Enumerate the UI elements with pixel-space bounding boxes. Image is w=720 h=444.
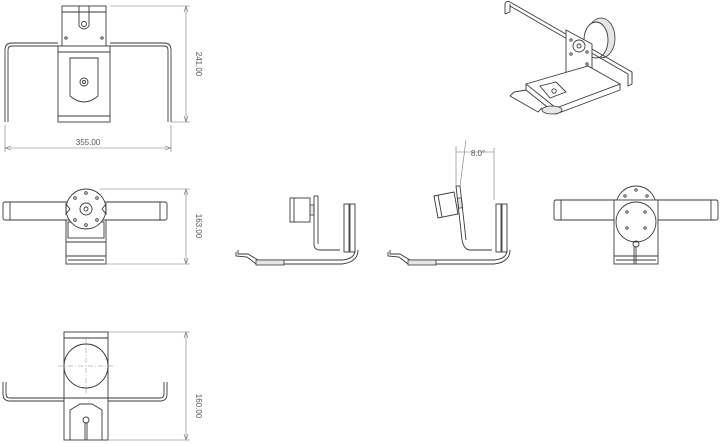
top-height-label: 241.00	[194, 52, 203, 77]
top-width-label: 355.00	[76, 138, 101, 147]
isometric-view	[504, 0, 633, 115]
side-view-left	[235, 195, 359, 266]
rear-view	[553, 185, 719, 265]
front-view: 163.00	[2, 188, 203, 265]
side-view-tilted: 8.0°	[387, 139, 511, 266]
tilt-angle-label: 8.0°	[471, 149, 485, 158]
bottom-height-label: 160.00	[194, 394, 203, 419]
front-height-label: 163.00	[194, 214, 203, 239]
bottom-view: 160.00	[2, 331, 203, 441]
top-view: 355.00 241.00	[4, 5, 203, 152]
